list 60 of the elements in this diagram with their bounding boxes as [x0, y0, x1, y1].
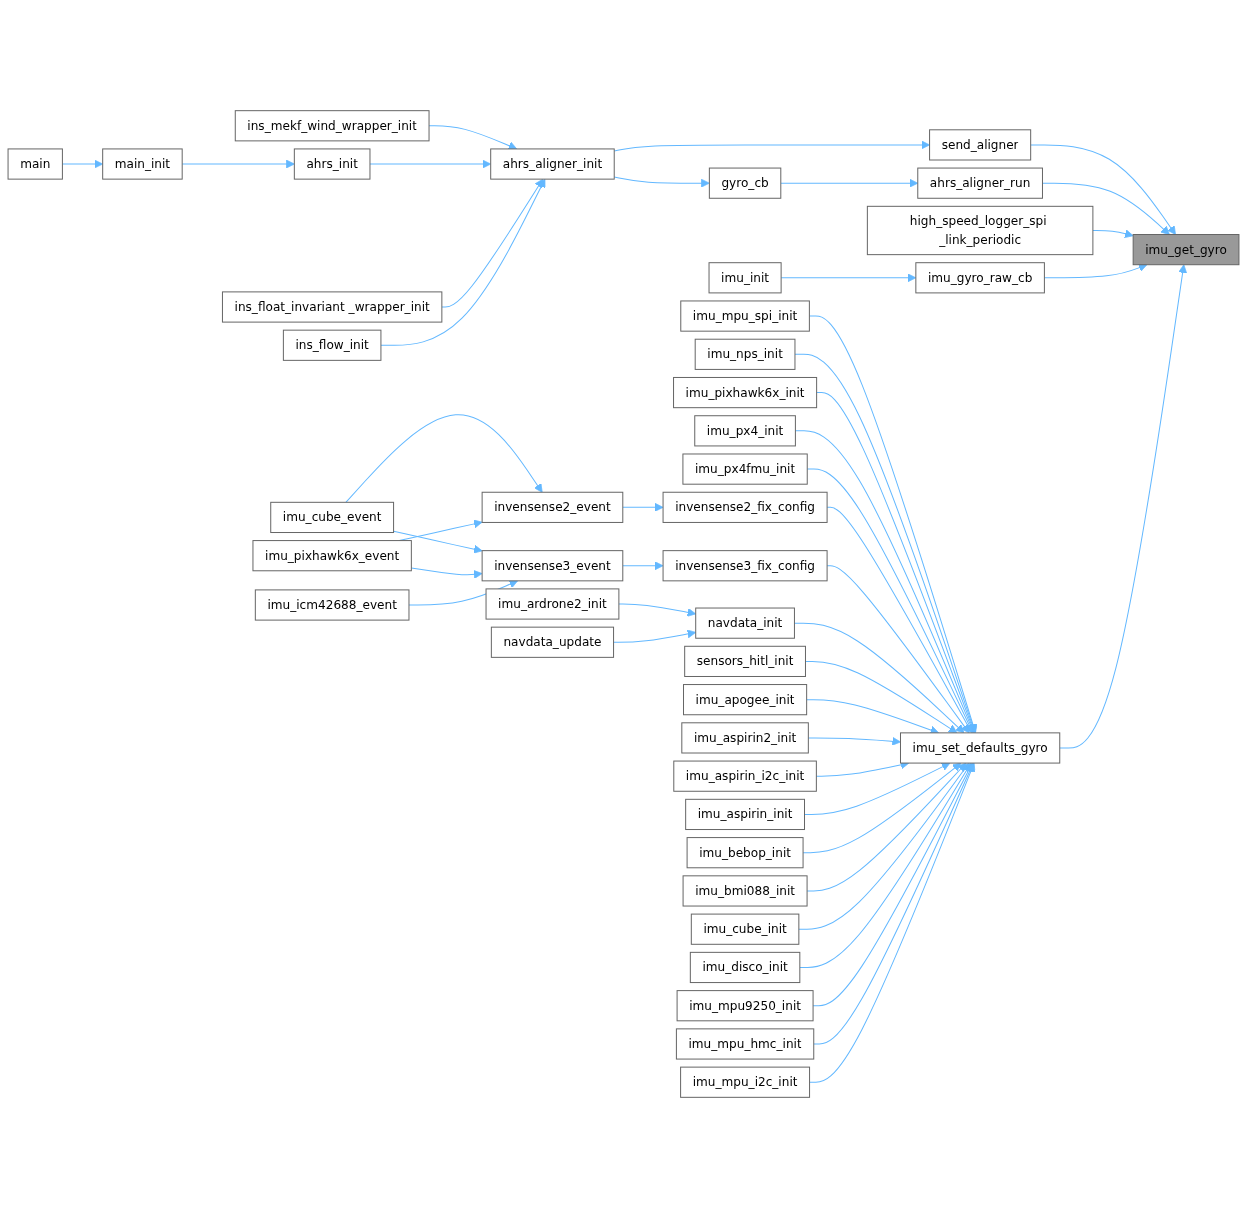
node-box: invensense3_event: [481, 550, 624, 582]
node-box: gyro_cb: [708, 167, 782, 199]
arrow: [393, 530, 483, 554]
arrow: [816, 392, 976, 734]
arrow: [622, 502, 664, 512]
arrow: [1092, 229, 1134, 238]
node-box: imu_init: [708, 262, 782, 294]
node-box: ahrs_aligner_run: [917, 167, 1043, 199]
node-box: imu_apogee_init: [683, 684, 808, 716]
node-box: navdata_update: [490, 626, 615, 658]
node-box: invensense2_fix_config: [662, 491, 828, 523]
arrow: [806, 468, 974, 734]
node-box: imu_bmi088_init: [682, 875, 808, 907]
node-box: ins_mekf_wind_wrapper_init: [234, 110, 430, 142]
arrow: [345, 414, 543, 503]
node-box: imu_px4fmu_init: [682, 453, 808, 485]
node-box: imu_nps_init: [694, 338, 796, 370]
arrow: [1030, 144, 1176, 235]
node-box: ahrs_init: [293, 148, 371, 180]
arrow: [794, 430, 975, 734]
node-box: imu_get_gyro: [1132, 234, 1240, 266]
node-box: ahrs_aligner_init: [490, 148, 615, 180]
arrow: [1059, 264, 1188, 749]
node-box: imu_aspirin_init: [685, 798, 805, 831]
node-box: imu_cube_init: [690, 913, 800, 945]
node-box: imu_gyro_raw_cb: [915, 262, 1045, 294]
node-box: imu_mpu_i2c_init: [680, 1066, 811, 1098]
node-box: imu_mpu_spi_init: [680, 300, 810, 332]
arrow: [441, 178, 544, 308]
node-box: imu_pixhawk6x_init: [673, 376, 818, 409]
node-box: ins_float_invariant _wrapper_init: [221, 291, 443, 323]
node-box: invensense2_event: [481, 491, 624, 523]
node-box: imu_ardrone2_init: [485, 588, 620, 620]
arrow: [808, 315, 978, 734]
arrow: [798, 762, 970, 930]
node-box: imu_mpu_hmc_init: [675, 1028, 815, 1060]
arrow: [622, 561, 664, 571]
arrow: [799, 762, 972, 968]
node-box: high_speed_logger_spi _link_periodic: [866, 205, 1094, 256]
node-box: send_aligner: [929, 129, 1032, 161]
node-box: sensors_hitl_init: [684, 645, 806, 677]
node-box: imu_icm42688_event: [254, 589, 410, 621]
node-box: imu_pixhawk6x_event: [252, 540, 412, 572]
node-box: main_init: [102, 148, 183, 180]
node-box: imu_px4_init: [694, 415, 796, 447]
node-box: main: [7, 148, 63, 180]
arrow: [806, 762, 967, 892]
node-box: imu_mpu9250_init: [676, 990, 814, 1022]
node-box: imu_aspirin_i2c_init: [673, 760, 817, 792]
arrow: [794, 353, 977, 734]
arrow: [804, 762, 951, 815]
node-box: imu_aspirin2_init: [681, 722, 809, 754]
node-box: imu_bebop_init: [686, 837, 804, 869]
node-box: imu_disco_init: [689, 951, 801, 984]
arrow: [380, 178, 546, 346]
node-box: imu_cube_event: [270, 501, 395, 534]
node-box: navdata_init: [695, 607, 795, 639]
node-box: invensense3_fix_config: [662, 550, 828, 582]
node-box: ins_flow_init: [282, 329, 382, 361]
node-box: imu_set_defaults_gyro: [900, 732, 1061, 764]
